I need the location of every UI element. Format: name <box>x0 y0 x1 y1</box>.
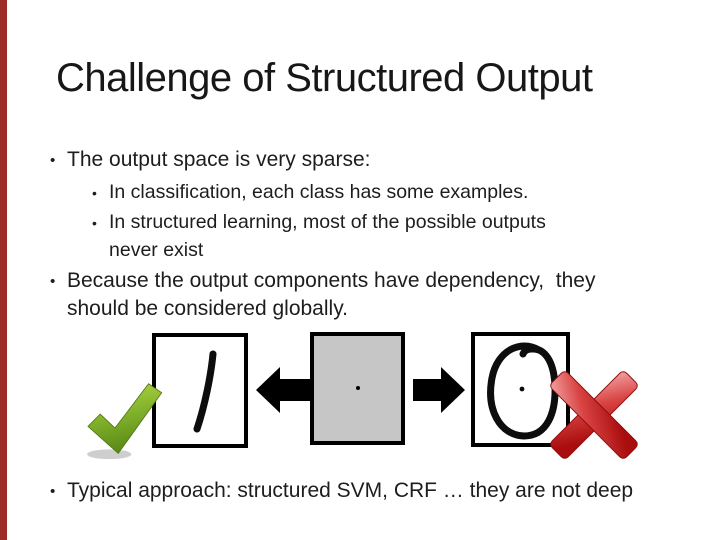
bullet-text: The output space is very sparse: <box>67 148 371 171</box>
bullet-marker: • <box>92 215 97 231</box>
bullet-text: Typical approach: structured SVM, CRF … … <box>67 479 634 502</box>
bullet-text: should be considered globally. <box>67 297 348 320</box>
bullet-item: • The output space is very sparse: <box>50 146 371 174</box>
digit-one-box <box>152 333 248 448</box>
bullet-marker: • <box>50 152 56 169</box>
left-arrow-icon <box>256 367 310 413</box>
bullet-item: • Typical approach: structured SVM, CRF … <box>50 477 633 505</box>
input-gray-box <box>310 332 405 445</box>
red-cross-icon <box>550 371 638 459</box>
left-accent-bar <box>0 0 7 540</box>
handwritten-zero-icon <box>487 342 559 440</box>
bullet-text: never exist <box>109 239 204 261</box>
bullet-marker: • <box>92 185 97 201</box>
bullet-text: In classification, each class has some e… <box>109 181 529 203</box>
digit-zero-box <box>471 332 570 447</box>
bullet-item: • In classification, each class has some… <box>92 178 528 206</box>
center-dot <box>356 386 360 390</box>
page-title: Challenge of Structured Output <box>56 56 593 100</box>
bullet-item: • In structured learning, most of the po… <box>92 208 546 264</box>
right-arrow-icon <box>413 367 465 413</box>
handwritten-one-icon <box>193 350 217 433</box>
bullet-text: Because the output components have depen… <box>67 269 596 292</box>
bullet-item: • Because the output components have dep… <box>50 267 596 323</box>
bullet-marker: • <box>50 483 56 500</box>
bullet-text: In structured learning, most of the poss… <box>109 211 546 233</box>
green-check-icon <box>87 383 163 460</box>
bullet-marker: • <box>50 273 56 290</box>
